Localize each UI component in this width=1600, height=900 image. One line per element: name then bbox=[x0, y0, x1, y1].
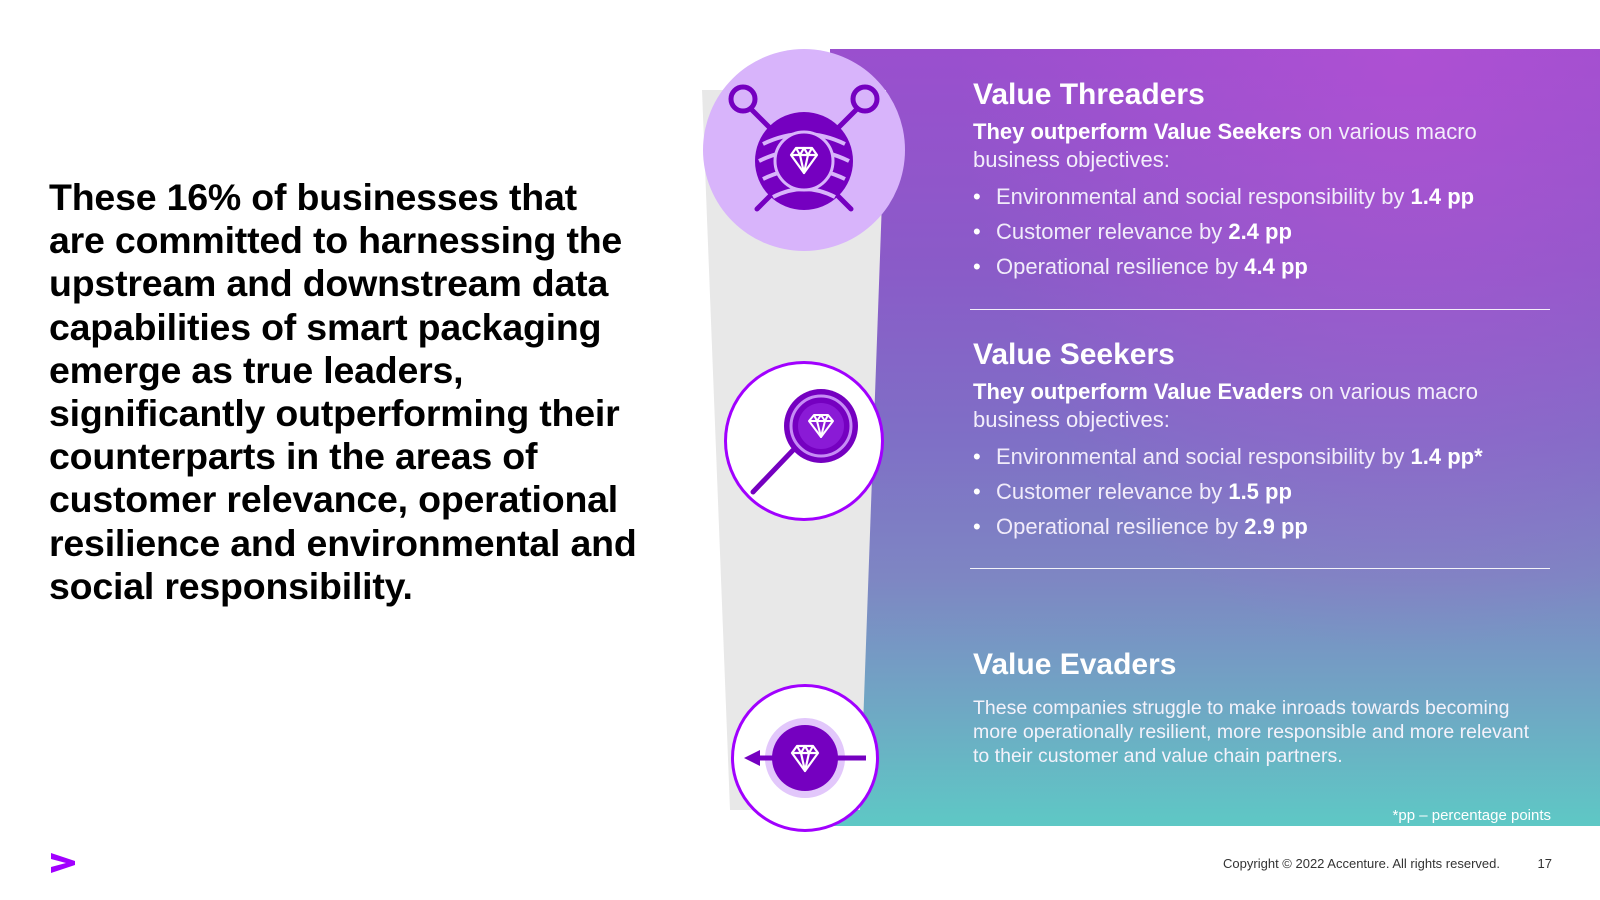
yarn-ball-knitting-needles-icon bbox=[728, 84, 880, 212]
list-item: Customer relevance by 1.5 pp bbox=[973, 474, 1563, 509]
list-item: Operational resilience by 4.4 pp bbox=[973, 249, 1563, 284]
evaders-description: These companies struggle to make inroads… bbox=[973, 697, 1530, 767]
threaders-lead: They outperform Value Seekers on various… bbox=[973, 118, 1563, 174]
threaders-lead-bold: They outperform Value Seekers bbox=[973, 119, 1302, 144]
diamond-icon bbox=[808, 414, 834, 438]
page-number: 17 bbox=[1537, 856, 1552, 871]
diamond-icon bbox=[789, 146, 819, 175]
diamond-icon bbox=[790, 744, 820, 773]
reverse-arrow-icon bbox=[744, 718, 866, 798]
evaders-title: Value Evaders bbox=[973, 648, 1177, 681]
seekers-lead: They outperform Value Evaders on various… bbox=[973, 378, 1563, 434]
footnote: *pp – percentage points bbox=[1392, 807, 1551, 824]
evaders-badge bbox=[731, 684, 879, 832]
divider bbox=[970, 568, 1550, 569]
list-item: Operational resilience by 2.9 pp bbox=[973, 509, 1563, 544]
seekers-list: Environmental and social responsibility … bbox=[973, 439, 1563, 544]
copyright: Copyright © 2022 Accenture. All rights r… bbox=[1223, 856, 1500, 871]
headline: These 16% of businesses that are committ… bbox=[49, 176, 637, 607]
evaders-section: Value Evaders These companies struggle t… bbox=[973, 648, 1563, 768]
threaders-lead-rest: on various macro business objectives: bbox=[973, 119, 1477, 172]
seekers-title: Value Seekers bbox=[973, 338, 1175, 371]
divider bbox=[970, 309, 1550, 310]
seekers-lead-rest: on various macro business objectives: bbox=[973, 379, 1478, 432]
list-item: Customer relevance by 2.4 pp bbox=[973, 214, 1563, 249]
seekers-lead-bold: They outperform Value Evaders bbox=[973, 379, 1304, 404]
seekers-badge bbox=[724, 361, 884, 521]
list-item: Environmental and social responsibility … bbox=[973, 179, 1563, 214]
threaders-section: Value Threaders They outperform Value Se… bbox=[973, 78, 1563, 284]
seekers-section: Value Seekers They outperform Value Evad… bbox=[973, 338, 1563, 544]
threaders-list: Environmental and social responsibility … bbox=[973, 179, 1563, 284]
threaders-title: Value Threaders bbox=[973, 78, 1205, 111]
threaders-badge bbox=[703, 49, 905, 251]
accenture-logo bbox=[51, 853, 75, 873]
list-item: Environmental and social responsibility … bbox=[973, 439, 1563, 474]
magnifying-glass-icon bbox=[750, 389, 858, 495]
